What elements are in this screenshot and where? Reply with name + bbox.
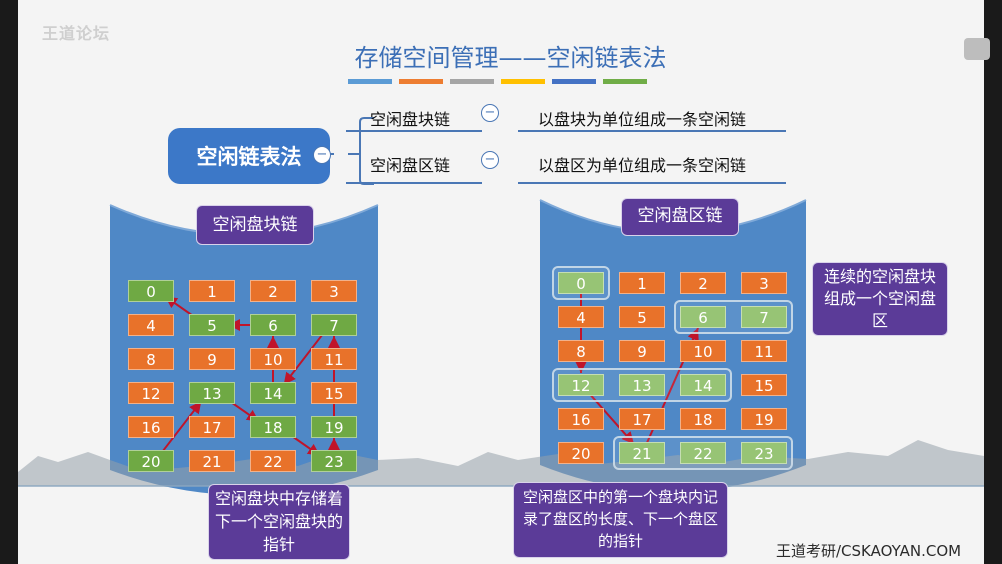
extent-header-note: 空闲盘区中的第一个盘块内记录了盘区的长度、下一个盘区的指针: [513, 482, 728, 558]
left-block-0: 0: [128, 280, 174, 302]
extent-note: 连续的空闲盘块组成一个空闲盘区: [812, 262, 948, 336]
right-block-9: 9: [619, 340, 665, 362]
desc-underline: [518, 130, 786, 132]
left-chain-pointer: [159, 400, 203, 455]
left-block-15: 15: [311, 382, 357, 404]
left-block-22: 22: [250, 450, 296, 472]
left-block-10: 10: [250, 348, 296, 370]
free-extent-outline: [552, 266, 610, 300]
method-name-block-chain: 空闲盘块链: [370, 110, 451, 129]
desc-underline: [518, 182, 786, 184]
right-block-6: 6: [680, 306, 726, 328]
right-block-23: 23: [741, 442, 787, 464]
left-disk-title: 空闲盘块链: [196, 205, 314, 245]
left-block-19: 19: [311, 416, 357, 438]
watermark-logo: 王道论坛: [42, 24, 111, 43]
method-name-extent-chain: 空闲盘区链: [370, 156, 451, 175]
left-block-8: 8: [128, 348, 174, 370]
right-block-3: 3: [741, 272, 787, 294]
left-block-4: 4: [128, 314, 174, 336]
left-block-1: 1: [189, 280, 235, 302]
left-block-14: 14: [250, 382, 296, 404]
left-chain-pointer: [282, 331, 326, 386]
right-block-21: 21: [619, 442, 665, 464]
left-block-11: 11: [311, 348, 357, 370]
right-block-0: 0: [558, 272, 604, 294]
right-block-11: 11: [741, 340, 787, 362]
right-block-19: 19: [741, 408, 787, 430]
colorbar-segment: [603, 79, 647, 84]
right-block-15: 15: [741, 374, 787, 396]
right-block-2: 2: [680, 272, 726, 294]
left-block-7: 7: [311, 314, 357, 336]
slide: 王道论坛 存储空间管理——空闲链表法 空闲链表法 − 空闲盘块链 − 以盘块为单…: [18, 0, 990, 564]
free-extent-outline: [613, 436, 793, 470]
left-disk-note: 空闲盘块中存储着下一个空闲盘块的指针: [208, 484, 350, 560]
left-block-17: 17: [189, 416, 235, 438]
left-block-6: 6: [250, 314, 296, 336]
left-block-23: 23: [311, 450, 357, 472]
right-block-5: 5: [619, 306, 665, 328]
right-block-7: 7: [741, 306, 787, 328]
colorbar-segment: [399, 79, 443, 84]
right-block-16: 16: [558, 408, 604, 430]
right-block-22: 22: [680, 442, 726, 464]
method-underline: [346, 182, 482, 184]
left-block-20: 20: [128, 450, 174, 472]
left-block-21: 21: [189, 450, 235, 472]
left-block-12: 12: [128, 382, 174, 404]
left-block-5: 5: [189, 314, 235, 336]
right-block-1: 1: [619, 272, 665, 294]
right-block-14: 14: [680, 374, 726, 396]
collapse-icon[interactable]: −: [313, 146, 331, 164]
audio-waveform: [18, 440, 984, 486]
collapse-icon[interactable]: −: [481, 104, 499, 122]
right-block-4: 4: [558, 306, 604, 328]
right-disk-title: 空闲盘区链: [621, 198, 739, 236]
colorbar-segment: [501, 79, 545, 84]
left-block-9: 9: [189, 348, 235, 370]
right-block-18: 18: [680, 408, 726, 430]
right-block-13: 13: [619, 374, 665, 396]
root-node: 空闲链表法: [168, 128, 330, 184]
free-extent-outline: [674, 300, 793, 334]
right-block-17: 17: [619, 408, 665, 430]
slide-title: 存储空间管理——空闲链表法: [354, 44, 667, 72]
colorbar-segment: [348, 79, 392, 84]
left-block-16: 16: [128, 416, 174, 438]
right-block-10: 10: [680, 340, 726, 362]
footer-brand: 王道考研/CSKAOYAN.COM: [776, 542, 962, 560]
right-block-12: 12: [558, 374, 604, 396]
free-extent-outline: [552, 368, 732, 402]
left-block-3: 3: [311, 280, 357, 302]
colorbar-segment: [450, 79, 494, 84]
colorbar-segment: [552, 79, 596, 84]
left-block-18: 18: [250, 416, 296, 438]
right-block-20: 20: [558, 442, 604, 464]
left-block-13: 13: [189, 382, 235, 404]
method-desc-extent-chain: 以盘区为单位组成一条空闲链: [538, 156, 747, 175]
collapse-icon[interactable]: −: [481, 151, 499, 169]
method-desc-block-chain: 以盘块为单位组成一条空闲链: [538, 110, 747, 129]
left-block-2: 2: [250, 280, 296, 302]
danmaku-toggle-button[interactable]: [964, 38, 990, 60]
right-block-8: 8: [558, 340, 604, 362]
method-underline: [346, 130, 482, 132]
